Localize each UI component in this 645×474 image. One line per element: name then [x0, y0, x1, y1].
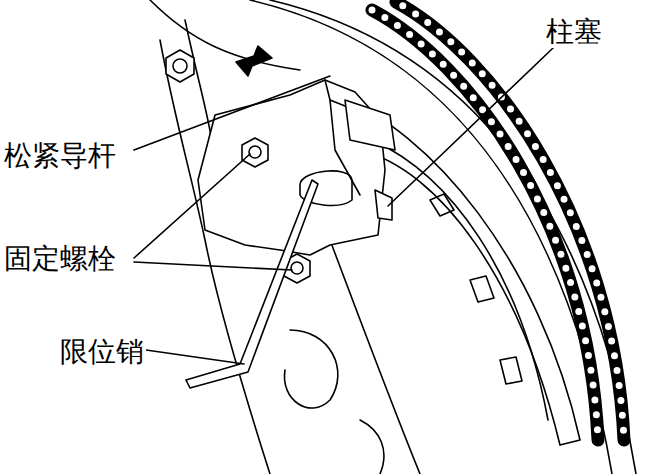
leader-line: [134, 154, 250, 258]
part-label: 柱塞: [544, 16, 604, 48]
stopper-pin: [186, 180, 318, 388]
direction-arrow: [236, 46, 272, 76]
leader-line: [146, 350, 244, 364]
leader-line: [134, 262, 292, 270]
leader-line: [388, 48, 553, 206]
rail-slot: [470, 276, 494, 302]
housing-line: [360, 420, 384, 474]
chain-row: [396, 2, 624, 440]
bolt: [166, 50, 194, 82]
housing-line: [330, 240, 420, 474]
chain-row: [396, 2, 624, 440]
part-label: 限位销: [58, 336, 146, 368]
guide-rail-edge: [372, 140, 548, 420]
rail-slot: [430, 194, 454, 216]
bolt: [242, 138, 268, 167]
plunger-head: [345, 100, 395, 150]
housing-hole: [284, 330, 337, 408]
leader-line: [134, 76, 330, 150]
part-label: 固定螺栓: [2, 243, 118, 275]
rail-slot: [500, 357, 522, 384]
part-label: 松紧导杆: [2, 140, 118, 172]
